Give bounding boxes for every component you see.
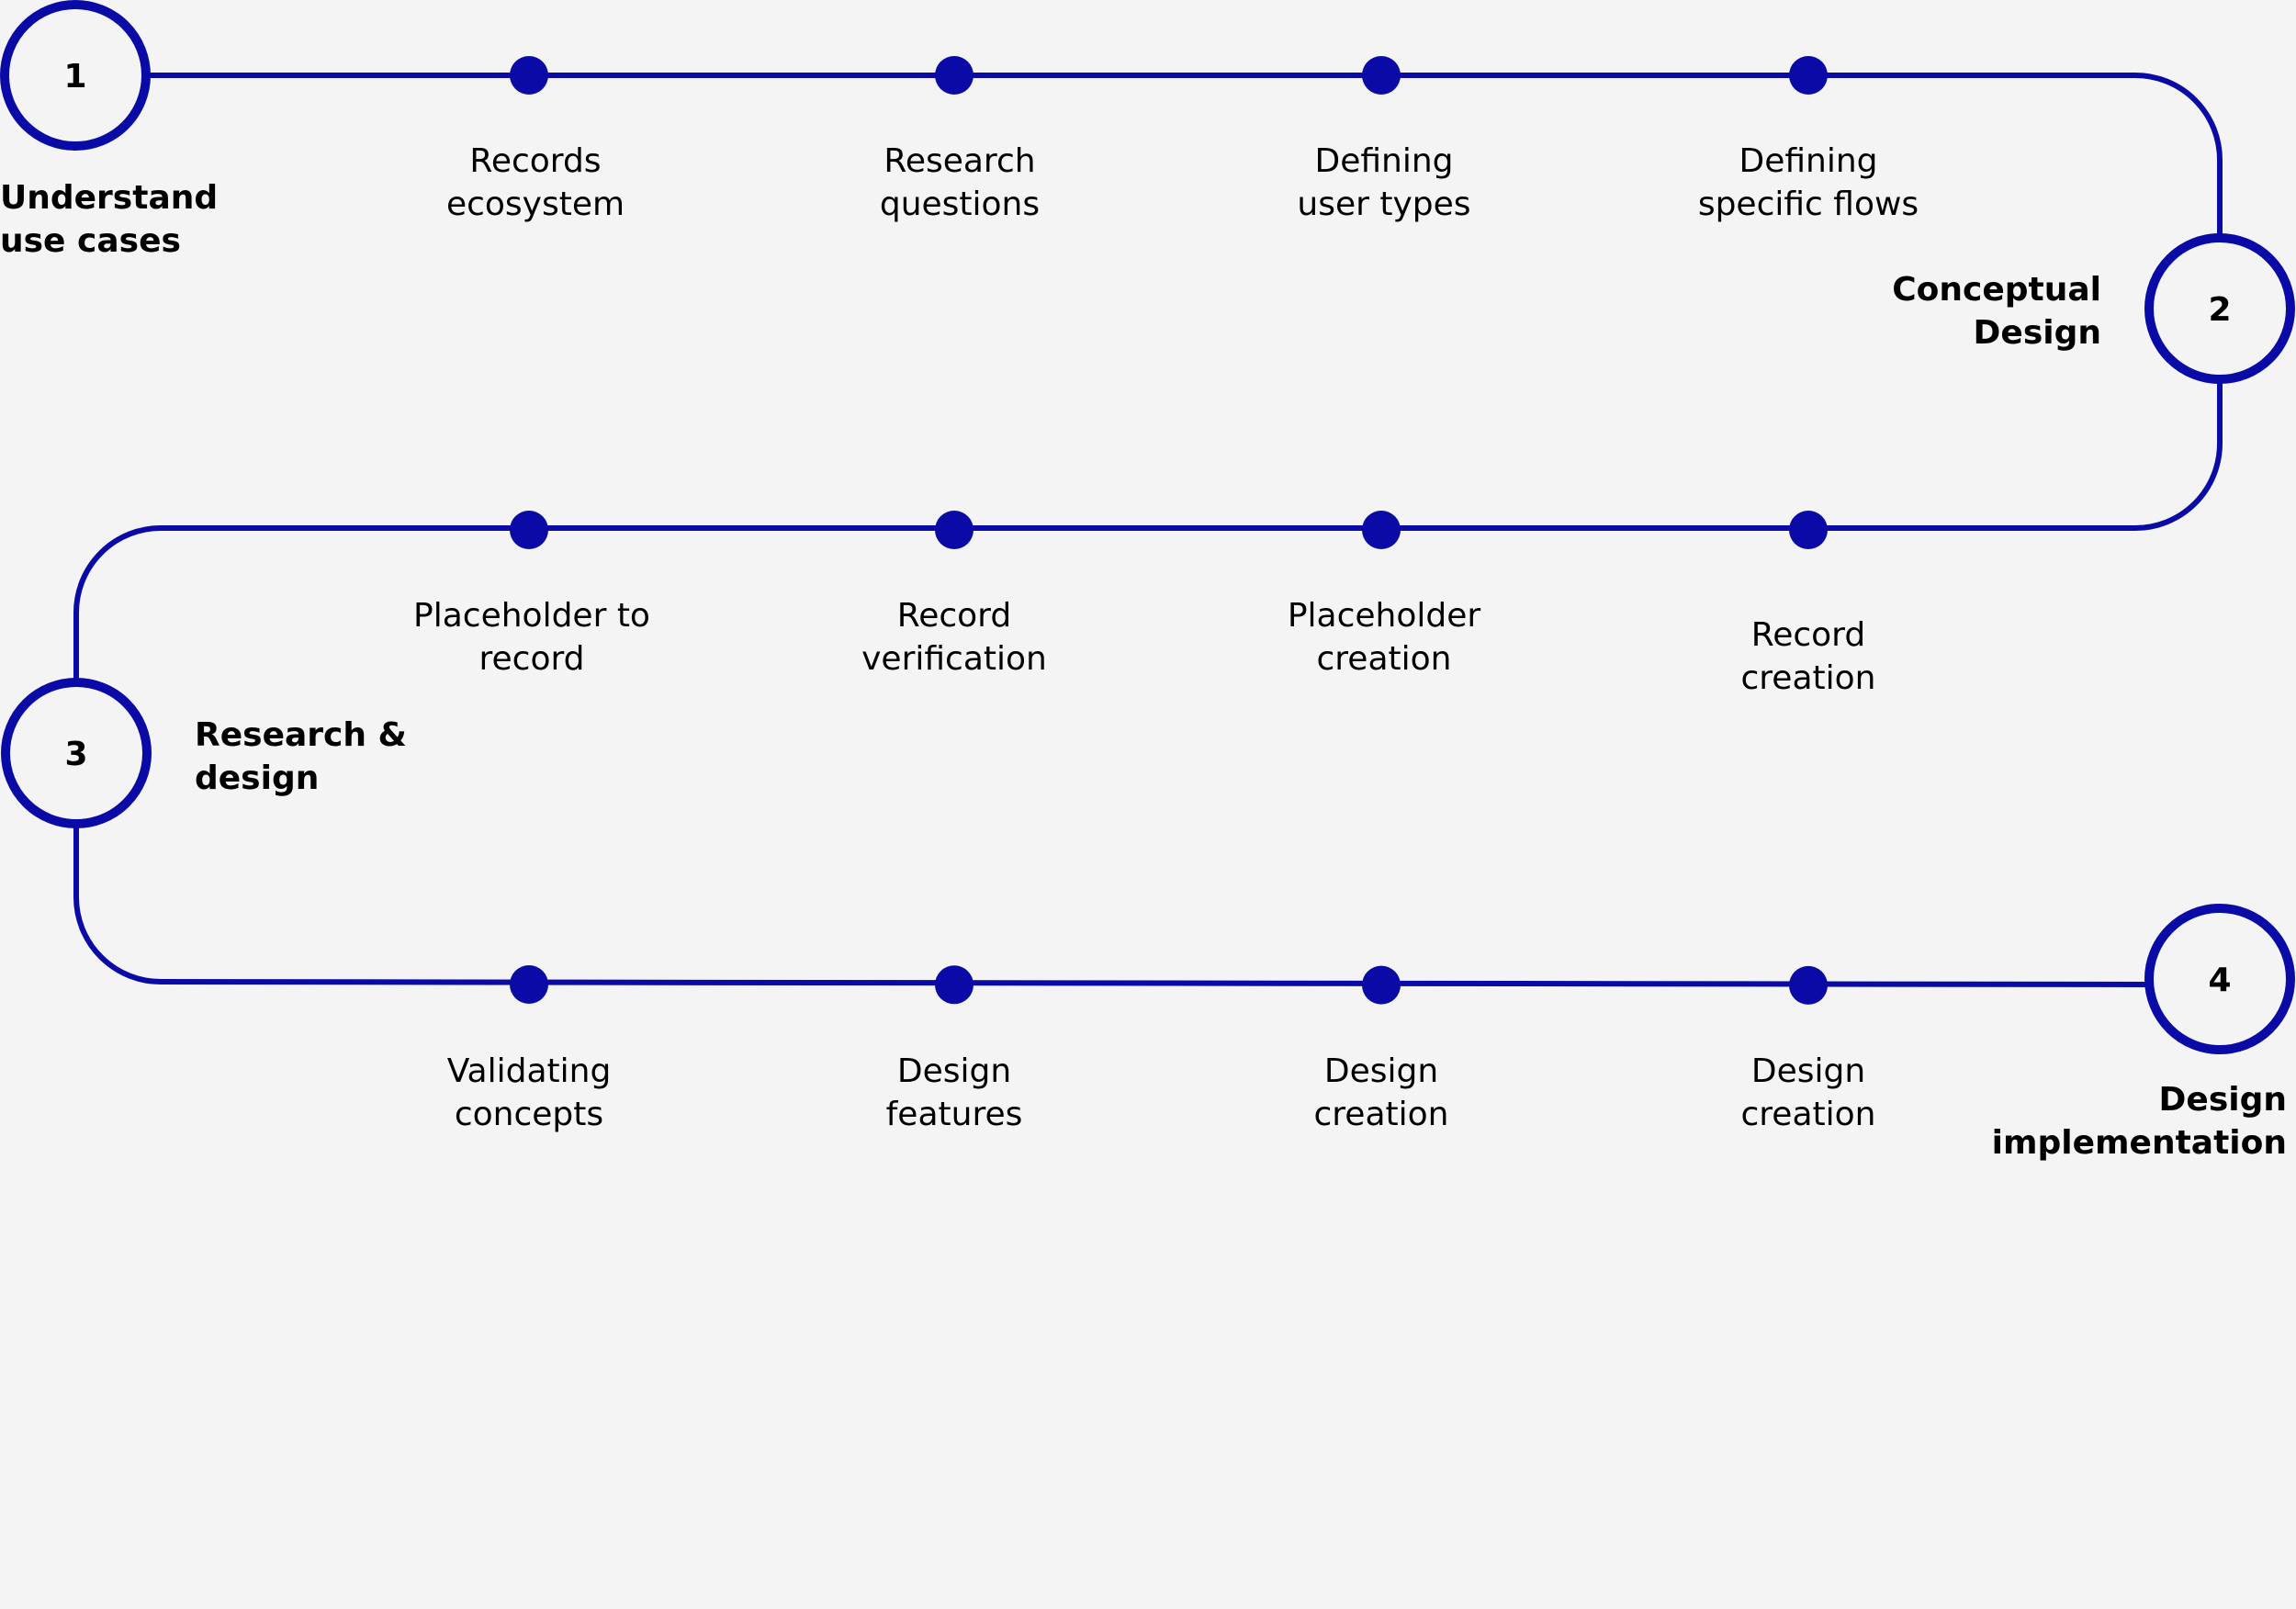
step-dot bbox=[1362, 965, 1401, 1005]
stage-2-circle bbox=[2144, 233, 2295, 384]
stage-3-number: 3 bbox=[64, 736, 87, 773]
step-dot bbox=[935, 965, 974, 1005]
step-dot bbox=[1789, 965, 1828, 1005]
step-dot bbox=[1789, 56, 1828, 95]
step-dot bbox=[1789, 511, 1828, 549]
step-dot bbox=[1362, 511, 1401, 549]
stage-2-number: 2 bbox=[2208, 291, 2231, 329]
stage-4-circle bbox=[2144, 904, 2295, 1054]
connector-line bbox=[73, 73, 2223, 987]
step-dot bbox=[935, 56, 974, 95]
step-dot bbox=[510, 511, 548, 549]
step-dot bbox=[1362, 56, 1401, 95]
step-dot bbox=[935, 511, 974, 549]
stage-4-number: 4 bbox=[2208, 962, 2231, 999]
stage-1-number: 1 bbox=[63, 58, 86, 96]
stage-3-label: Research &design bbox=[195, 716, 407, 797]
step-dot bbox=[510, 965, 548, 1004]
step-dot bbox=[510, 56, 548, 95]
stage-3-circle bbox=[1, 678, 152, 828]
stage-1-circle bbox=[0, 0, 151, 151]
